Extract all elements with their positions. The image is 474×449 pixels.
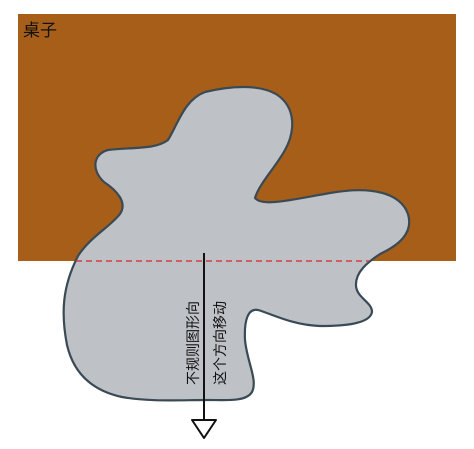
annotation-line-1: 不规则图形向 (186, 301, 202, 385)
movement-arrow-head (191, 419, 217, 439)
table-label: 桌子 (23, 21, 57, 41)
annotation-line-2: 这个方向移动 (212, 301, 229, 385)
irregular-shape (62, 85, 411, 402)
